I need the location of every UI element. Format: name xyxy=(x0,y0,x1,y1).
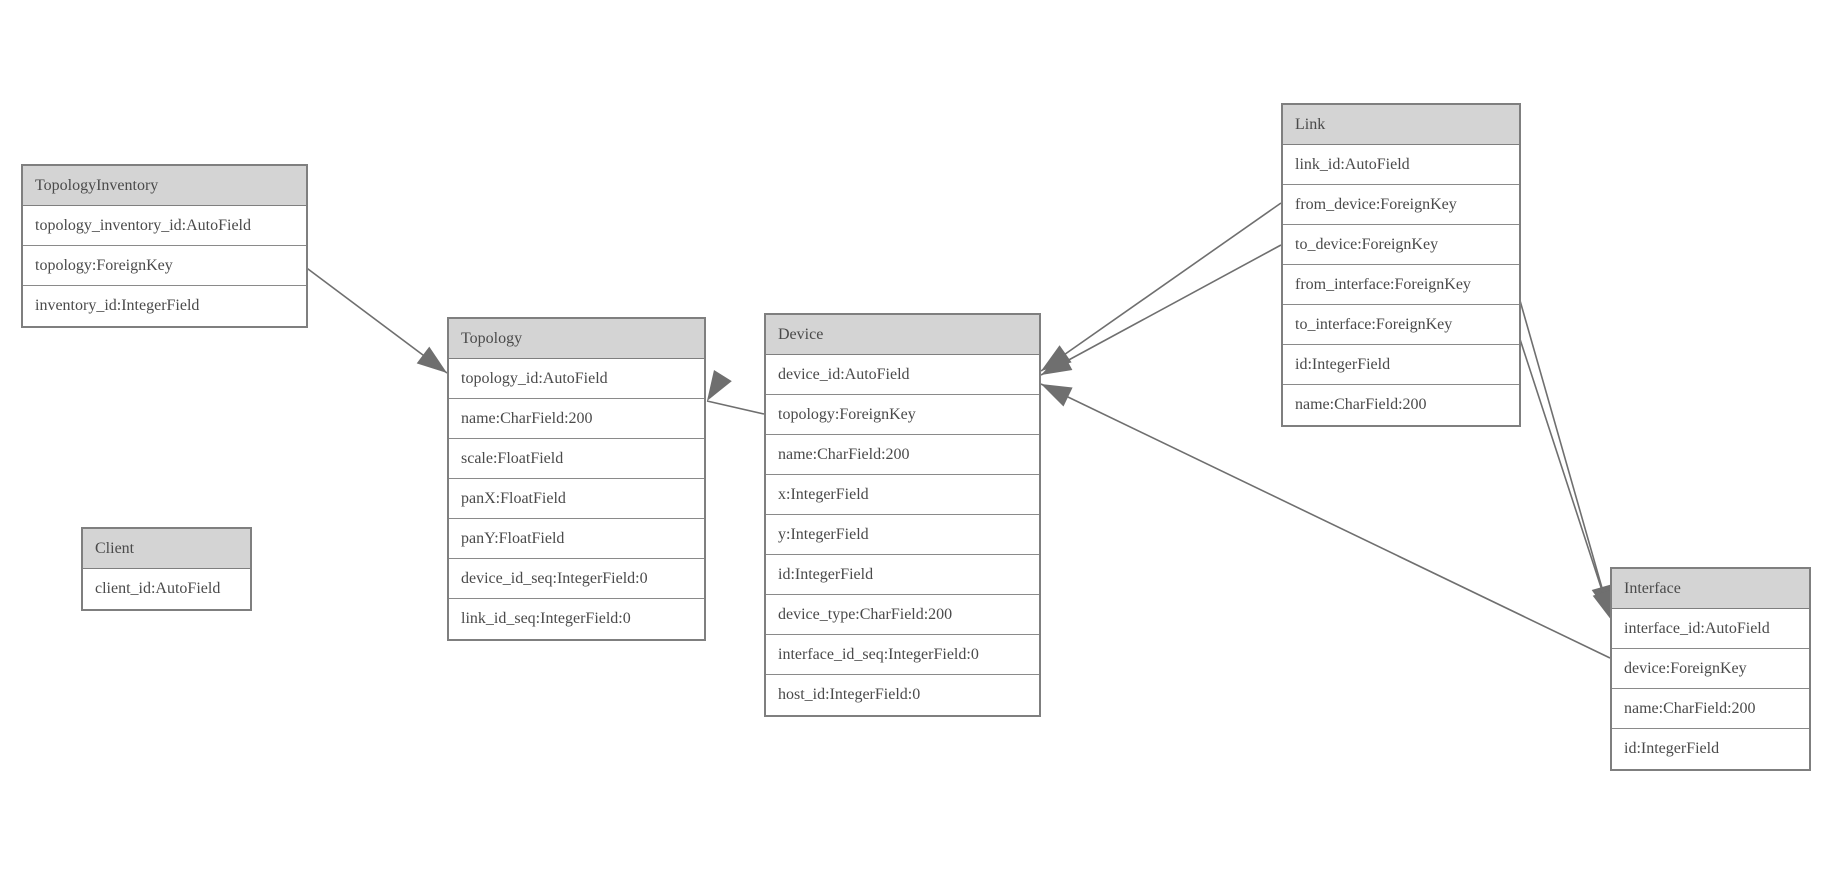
entity-field: inventory_id:IntegerField xyxy=(23,286,306,326)
arrowhead-link-to_device-to-device xyxy=(1041,351,1073,375)
entity-field: x:IntegerField xyxy=(766,475,1039,515)
entity-field: id:IntegerField xyxy=(766,555,1039,595)
entity-field: from_device:ForeignKey xyxy=(1283,185,1519,225)
entity-field: topology_id:AutoField xyxy=(449,359,704,399)
arrowhead-interface-device-to-device xyxy=(1041,384,1073,407)
entity-field: panX:FloatField xyxy=(449,479,704,519)
connector-link-from_device-to-device xyxy=(1040,202,1282,372)
entity-field: device_id_seq:IntegerField:0 xyxy=(449,559,704,599)
entity-title-client: Client xyxy=(83,529,250,569)
arrowhead-topologyinventory-topology-to-topology xyxy=(416,346,447,373)
connector-link-from_interface-to-interface xyxy=(1516,289,1611,617)
connector-device-topology-to-topology xyxy=(706,400,765,415)
arrowhead-link-from_device-to-device xyxy=(1041,345,1072,371)
entity-title-link: Link xyxy=(1283,105,1519,145)
connector-interface-device-to-device xyxy=(1040,383,1611,659)
entity-field: topology_inventory_id:AutoField xyxy=(23,206,306,246)
entity-field: name:CharField:200 xyxy=(449,399,704,439)
entity-field: name:CharField:200 xyxy=(1283,385,1519,425)
entity-field: id:IntegerField xyxy=(1283,345,1519,385)
entity-field: link_id:AutoField xyxy=(1283,145,1519,185)
entity-field: to_device:ForeignKey xyxy=(1283,225,1519,265)
entity-field: client_id:AutoField xyxy=(83,569,250,609)
entity-field: scale:FloatField xyxy=(449,439,704,479)
entity-field: interface_id_seq:IntegerField:0 xyxy=(766,635,1039,675)
entity-field: topology:ForeignKey xyxy=(23,246,306,286)
arrowhead-device-topology-to-topology xyxy=(707,369,732,401)
entity-field: name:CharField:200 xyxy=(766,435,1039,475)
entity-field: host_id:IntegerField:0 xyxy=(766,675,1039,715)
connector-link-to_device-to-device xyxy=(1040,244,1282,376)
entity-field: device:ForeignKey xyxy=(1612,649,1809,689)
connector-link-to_interface-to-interface xyxy=(1516,329,1613,622)
arrowhead-link-to_interface-to-interface xyxy=(1592,589,1613,621)
entity-field: name:CharField:200 xyxy=(1612,689,1809,729)
entity-field: id:IntegerField xyxy=(1612,729,1809,769)
entity-title-interface: Interface xyxy=(1612,569,1809,609)
entity-field: y:IntegerField xyxy=(766,515,1039,555)
entity-field: from_interface:ForeignKey xyxy=(1283,265,1519,305)
entity-field: device_type:CharField:200 xyxy=(766,595,1039,635)
entity-title-topology: Topology xyxy=(449,319,704,359)
entity-field: device_id:AutoField xyxy=(766,355,1039,395)
entity-field: topology:ForeignKey xyxy=(766,395,1039,435)
entity-field: interface_id:AutoField xyxy=(1612,609,1809,649)
entity-field: to_interface:ForeignKey xyxy=(1283,305,1519,345)
entity-field: link_id_seq:IntegerField:0 xyxy=(449,599,704,639)
entity-title-topology-inventory: TopologyInventory xyxy=(23,166,306,206)
entity-field: panY:FloatField xyxy=(449,519,704,559)
entity-title-device: Device xyxy=(766,315,1039,355)
